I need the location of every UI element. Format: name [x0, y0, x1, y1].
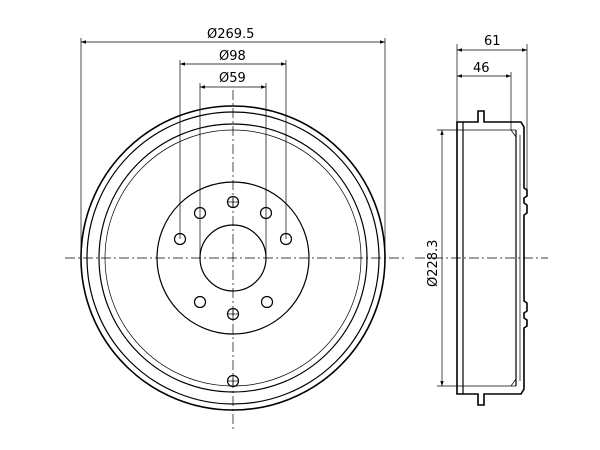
side-outer-profile [456, 110, 528, 406]
side-inner-edge-bottom [510, 378, 517, 387]
front-view: Ø269.5 Ø98 Ø59 [65, 27, 405, 430]
side-inner-edge-top [510, 129, 517, 138]
rim-inner-circle [86, 111, 380, 405]
side-view: 61 46 Ø228.3 [415, 34, 548, 406]
dim-bore-label: Ø59 [219, 71, 246, 86]
bolt-hole [193, 295, 207, 309]
dim-total-height-label: 61 [484, 34, 501, 49]
friction-surface-circle [98, 123, 368, 393]
dim-flange-height-label: 46 [473, 61, 490, 76]
dim-pcd-label: Ø98 [219, 49, 246, 64]
bolt-hole [260, 295, 274, 309]
hub-flange-circle [156, 181, 310, 335]
dim-outer-diameter-label: Ø269.5 [207, 27, 254, 42]
dim-inner-diameter-label: Ø228.3 [426, 240, 441, 287]
